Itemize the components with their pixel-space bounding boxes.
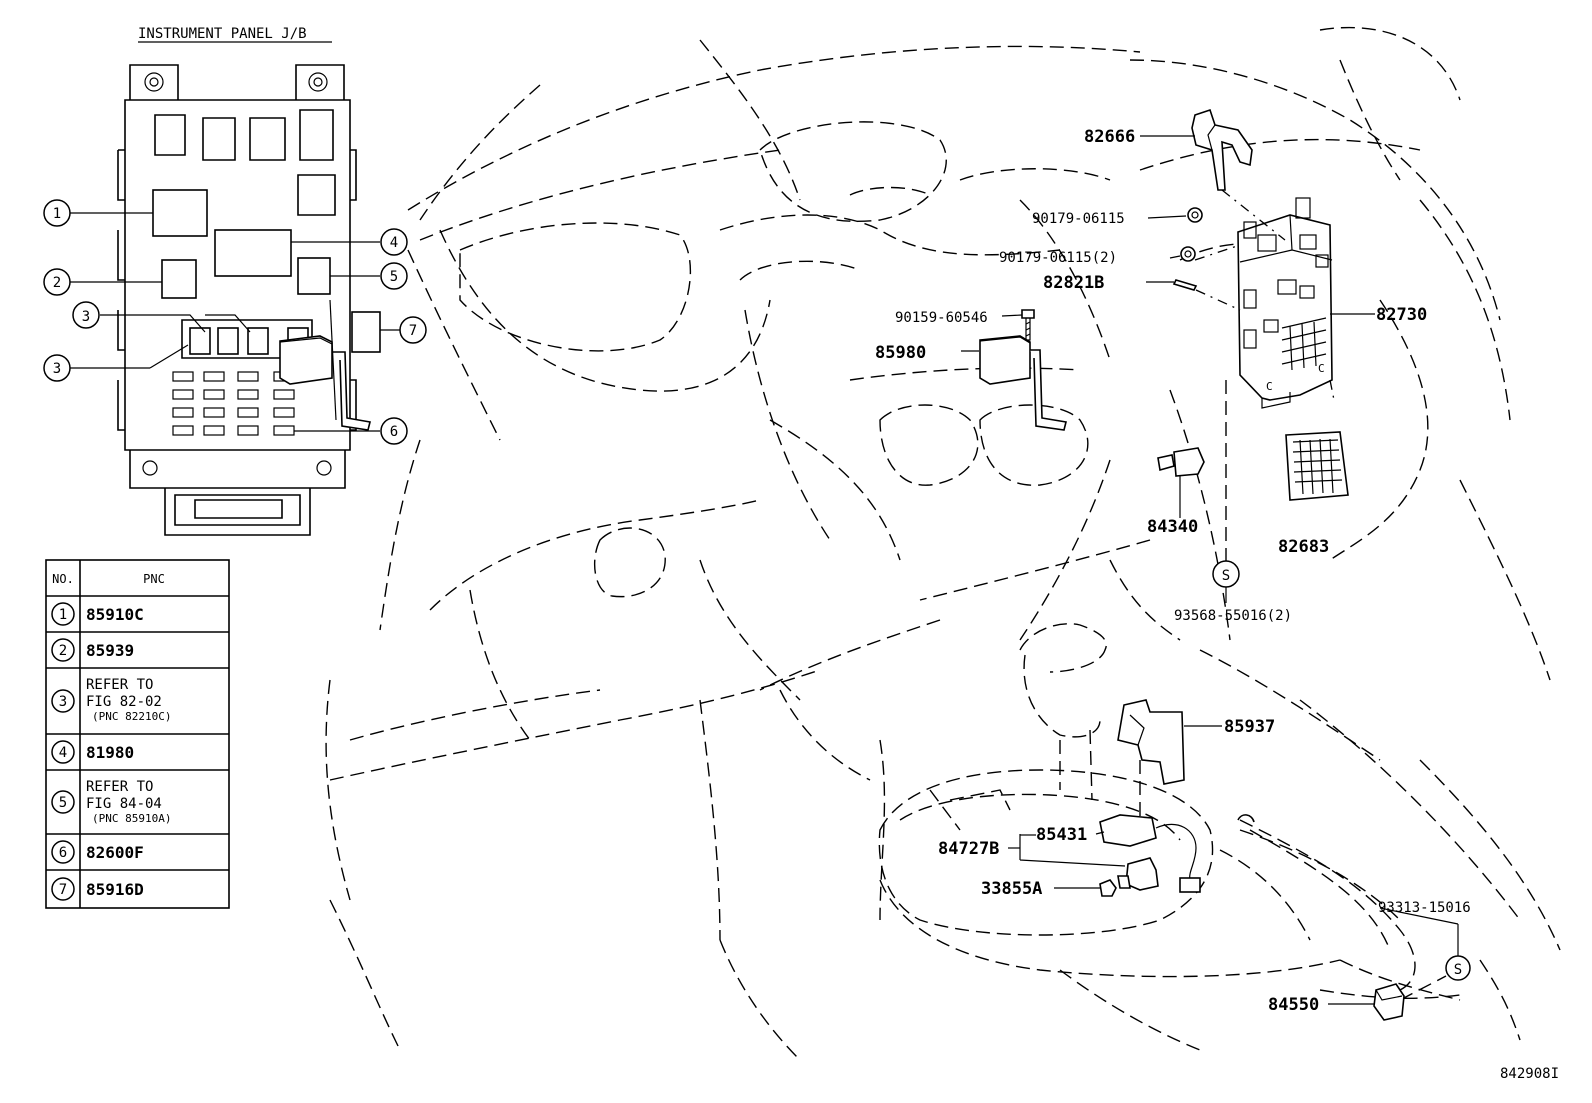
table-header-pnc: PNC	[143, 572, 165, 586]
svg-text:85916D: 85916D	[86, 880, 144, 899]
center-console	[878, 623, 1521, 1051]
svg-text:85910C: 85910C	[86, 605, 144, 624]
part-82821b: 82821B	[1043, 273, 1198, 293]
label-84340: 84340	[1147, 517, 1198, 537]
svg-text:6: 6	[59, 845, 67, 861]
label-84550: 84550	[1268, 995, 1319, 1015]
svg-text:1: 1	[53, 206, 61, 222]
svg-text:3: 3	[59, 694, 67, 710]
part-85431: 85431	[1036, 814, 1201, 893]
jb-callout-5: 5	[380, 262, 408, 290]
svg-text:81980: 81980	[86, 743, 134, 762]
svg-text:5: 5	[59, 795, 67, 811]
label-85937: 85937	[1224, 717, 1275, 737]
label-93568-55016-2: 93568-55016(2)	[1174, 608, 1292, 624]
table-row: 2 85939	[51, 638, 134, 662]
label-84727b: 84727B	[938, 839, 999, 859]
svg-text:(PNC 82210C): (PNC 82210C)	[92, 710, 171, 723]
svg-text:3: 3	[53, 361, 61, 377]
part-90159-screw: 90159-60546	[895, 309, 1035, 341]
screw-marker-93313: S 93313-15016	[1378, 900, 1471, 1001]
dashboard-outline	[325, 26, 1561, 1061]
svg-text:C: C	[1266, 380, 1273, 393]
svg-text:4: 4	[390, 235, 398, 251]
jb-callout-7: 7	[399, 316, 427, 344]
figure-id: 842908I	[1500, 1066, 1559, 1082]
table-header-no: NO.	[52, 572, 74, 586]
label-82683: 82683	[1278, 537, 1329, 557]
svg-text:S: S	[1222, 568, 1230, 584]
svg-text:7: 7	[59, 882, 67, 898]
table-row: 5 REFER TO FIG 84-04 (PNC 85910A)	[51, 779, 171, 825]
part-84727b: 84727B	[938, 834, 1159, 891]
part-90179-nut-b: 90179-06115(2)	[999, 246, 1196, 266]
junction-block: INSTRUMENT PANEL J/B	[43, 26, 427, 536]
svg-text:5: 5	[390, 269, 398, 285]
label-82821b: 82821B	[1043, 273, 1104, 293]
svg-text:FIG 82-02: FIG 82-02	[86, 694, 162, 710]
label-90159-60546: 90159-60546	[895, 310, 988, 326]
label-90179-06115: 90179-06115	[1032, 211, 1125, 227]
table-row: 1 85910C	[51, 602, 144, 626]
table-row: 7 85916D	[51, 877, 144, 901]
jb-callout-3-upper: 3	[72, 301, 100, 329]
table-row: 3 REFER TO FIG 82-02 (PNC 82210C)	[51, 677, 171, 723]
part-85937: 85937	[1117, 699, 1275, 820]
svg-text:3: 3	[82, 309, 90, 325]
svg-text:(PNC 85910A): (PNC 85910A)	[92, 812, 171, 825]
label-85431: 85431	[1036, 825, 1087, 845]
svg-text:82600F: 82600F	[86, 843, 144, 862]
part-90179-nut-a: 90179-06115	[1032, 207, 1203, 227]
svg-text:REFER TO: REFER TO	[86, 677, 153, 693]
pnc-table: NO. PNC 1 85910C 2 85939 3 REFER TO FIG …	[45, 559, 230, 909]
jb-callout-3: 3	[43, 354, 71, 382]
assembly-leaders	[1194, 189, 1335, 401]
label-93313-15016: 93313-15016	[1378, 900, 1471, 916]
part-85980-relay	[979, 335, 1067, 431]
screw-marker-93568: S 93568-55016(2)	[1174, 380, 1292, 624]
svg-text:REFER TO: REFER TO	[86, 779, 153, 795]
svg-text:S: S	[1454, 962, 1462, 978]
label-82730: 82730	[1376, 305, 1427, 325]
part-84550: 84550	[1268, 983, 1405, 1021]
jb-callout-4: 4	[380, 228, 408, 256]
svg-text:2: 2	[53, 275, 61, 291]
part-82666: 82666	[1084, 108, 1253, 191]
svg-text:2: 2	[59, 643, 67, 659]
label-82666: 82666	[1084, 127, 1135, 147]
part-85980: 85980	[279, 299, 979, 431]
jb-callout-1: 1	[43, 199, 71, 227]
part-82683: 82683	[1278, 431, 1349, 557]
jb-title: INSTRUMENT PANEL J/B	[138, 26, 307, 42]
table-row: 4 81980	[51, 740, 134, 764]
svg-text:C: C	[1318, 362, 1325, 375]
jb-callout-2: 2	[43, 268, 71, 296]
part-33855a: 33855A	[981, 879, 1117, 899]
label-90179-06115-2: 90179-06115(2)	[999, 250, 1117, 266]
svg-text:7: 7	[409, 323, 417, 339]
table-row: 6 82600F	[51, 840, 144, 864]
svg-text:1: 1	[59, 607, 67, 623]
svg-text:85939: 85939	[86, 641, 134, 660]
fuse-grid	[172, 371, 295, 436]
svg-text:4: 4	[59, 745, 67, 761]
label-33855a: 33855A	[981, 879, 1042, 899]
svg-text:6: 6	[390, 424, 398, 440]
svg-text:FIG 84-04: FIG 84-04	[86, 796, 162, 812]
label-85980: 85980	[875, 343, 926, 363]
part-84340: 84340	[1147, 447, 1205, 537]
jb-callout-6: 6	[380, 417, 408, 445]
part-82730: C C 82730	[1237, 197, 1427, 409]
